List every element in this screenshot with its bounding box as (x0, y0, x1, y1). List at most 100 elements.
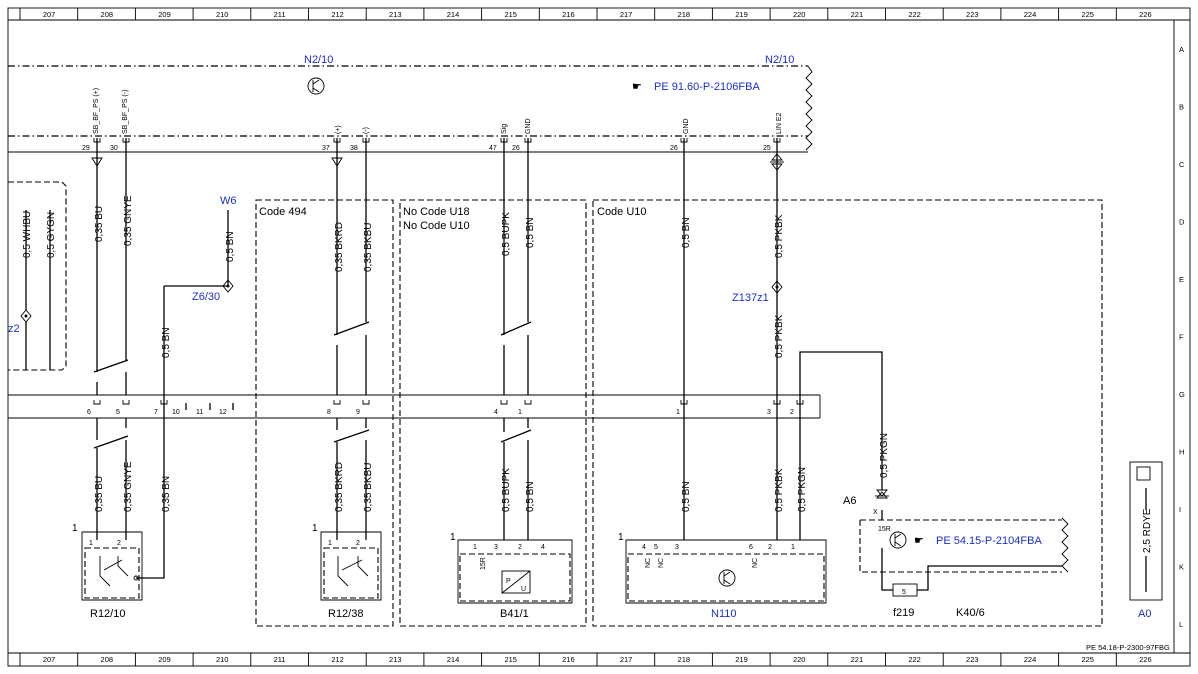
svg-text:NC: NC (658, 558, 665, 568)
grid-column-label: 214 (447, 10, 460, 19)
grid-column-label: 219 (735, 655, 748, 664)
grid-row-label: C (1179, 160, 1185, 169)
grid-column-label: 215 (504, 655, 517, 664)
grid-column-label: 214 (447, 655, 460, 664)
svg-text:4: 4 (541, 544, 545, 551)
n110-component: 1 4 5 3 6 2 1 NC NC NC N110 (618, 532, 827, 620)
grid-column-label: 208 (101, 655, 114, 664)
svg-text:NC: NC (645, 558, 652, 568)
svg-text:1: 1 (473, 544, 477, 551)
node-z137z1: Z137z1 (732, 292, 769, 304)
ref-pe-91-60: PE 91.60-P-2106FBA (654, 81, 760, 93)
node-z6-30: Z6/30 (192, 291, 220, 303)
harness-pin-8: 8 (327, 409, 331, 416)
pin-38: 38 (350, 145, 358, 152)
grid-row-label: D (1179, 217, 1185, 226)
svg-text:1: 1 (312, 523, 318, 534)
grid-column-label: 218 (678, 10, 691, 19)
grid-column-label: 207 (43, 655, 56, 664)
pin-label-lin-e2: LIN E2 (776, 112, 783, 134)
label-k40-6: K40/6 (956, 607, 985, 619)
grid-row-label: A (1179, 45, 1184, 54)
grid-column-label: 220 (793, 655, 806, 664)
svg-text:3: 3 (675, 544, 679, 551)
pin-37: 37 (322, 145, 330, 152)
wire-0-5-bupk-upper: 0,5 BUPK (501, 212, 512, 256)
top-pin-numbers: 29 30 37 38 47 26 26 25 (82, 145, 771, 152)
wire-0-5-pkgn-lower: 0,5 PKGN (797, 467, 808, 512)
grid-column-label: 223 (966, 10, 979, 19)
pin-30: 30 (110, 145, 118, 152)
harness-pin-4: 4 (494, 409, 498, 416)
node-z2: z2 (8, 323, 20, 335)
label-r12-10: R12/10 (90, 608, 125, 620)
svg-text:6: 6 (749, 544, 753, 551)
grid-column-label: 210 (216, 10, 229, 19)
top-pin-labels: SB_BF_PS (+) SB_BF_PS (-) (+) (-) Sig GN… (93, 88, 783, 134)
n2-10-connector-marks (91, 153, 889, 499)
harness-pin-9: 9 (356, 409, 360, 416)
harness-pin-1: 1 (518, 409, 522, 416)
grid-row-label: F (1179, 333, 1184, 342)
grid-column-label: 210 (216, 655, 229, 664)
wire-0-5-bn-z6: 0,5 BN (161, 327, 172, 358)
harness-pin-1-b: 1 (676, 409, 680, 416)
a6-unit: A6 X 15R ☛ PE 54.15-P-2104FBA (843, 495, 1069, 573)
svg-text:4: 4 (642, 544, 646, 551)
grid-column-label: 219 (735, 10, 748, 19)
grid-row-label: B (1179, 102, 1184, 111)
wire-0-35-bkrd-lower: 0,35 BKRD (334, 462, 345, 512)
wire-0-5-whbu: 0,5 WHBU (22, 211, 33, 258)
svg-text:5: 5 (902, 589, 906, 596)
wire-0-5-bn-u10-lower: 0,5 BN (681, 481, 692, 512)
harness-pin-3: 3 (767, 409, 771, 416)
grid-row-label: G (1179, 390, 1185, 399)
ground-nodes: W6 Z6/30 Z137z1 (192, 195, 783, 304)
node-w6: W6 (220, 195, 237, 207)
pin-26-b: 26 (670, 145, 678, 152)
n2-10-label-right: N2/10 (765, 54, 794, 66)
pointing-hand-icon: ☛ (632, 81, 642, 93)
wire-0-35-bu-upper: 0,35 BU (94, 206, 105, 242)
pin-label-sig: Sig (501, 124, 508, 134)
svg-text:2: 2 (117, 540, 121, 547)
grid-column-label: 211 (274, 655, 286, 664)
grid-column-label: 212 (331, 10, 344, 19)
label-b41-1: B41/1 (500, 608, 529, 620)
svg-text:1: 1 (328, 540, 332, 547)
no-code-u10-label: No Code U10 (403, 220, 470, 232)
wire-0-35-bkbu-lower: 0,35 BKBU (363, 463, 374, 512)
n2-10-control-unit: N2/10 N2/10 ☛ PE 91.60-P-2106FBA (8, 54, 813, 153)
grid-row-label: L (1179, 620, 1183, 629)
wire-0-5-bn-u10-upper: 0,5 BN (681, 217, 692, 248)
harness-pin-6: 6 (87, 409, 91, 416)
wire-0-35-bu-lower: 0,35 BU (94, 476, 105, 512)
svg-text:2: 2 (518, 544, 522, 551)
pin-label-gnd: GND (525, 118, 532, 134)
svg-text:3: 3 (494, 544, 498, 551)
grid-column-label: 222 (908, 655, 921, 664)
grid-column-label: 207 (43, 10, 56, 19)
grid-column-label: 209 (158, 655, 171, 664)
a0-battery: 2,5 RDYE A0 (1129, 461, 1163, 620)
svg-text:1: 1 (450, 532, 456, 543)
grid-column-label: 213 (389, 655, 402, 664)
grid-column-label: 208 (101, 10, 114, 19)
label-r12-38: R12/38 (328, 608, 363, 620)
pin-label-gnd-2: GND (683, 118, 690, 134)
transistor-icon (307, 77, 325, 95)
grid-column-label: 221 (851, 10, 864, 19)
svg-text:P: P (506, 578, 511, 585)
wire-0-5-pkbk-upper: 0,5 PKBK (774, 214, 785, 258)
label-f219: f219 (893, 607, 914, 619)
transistor-icon (718, 569, 736, 587)
label-a0: A0 (1138, 608, 1151, 620)
pin-25: 25 (763, 145, 771, 152)
code-494-label: Code 494 (259, 206, 307, 218)
svg-text:NC: NC (752, 558, 759, 568)
svg-text:2: 2 (356, 540, 360, 547)
harness-pin-5: 5 (116, 409, 120, 416)
